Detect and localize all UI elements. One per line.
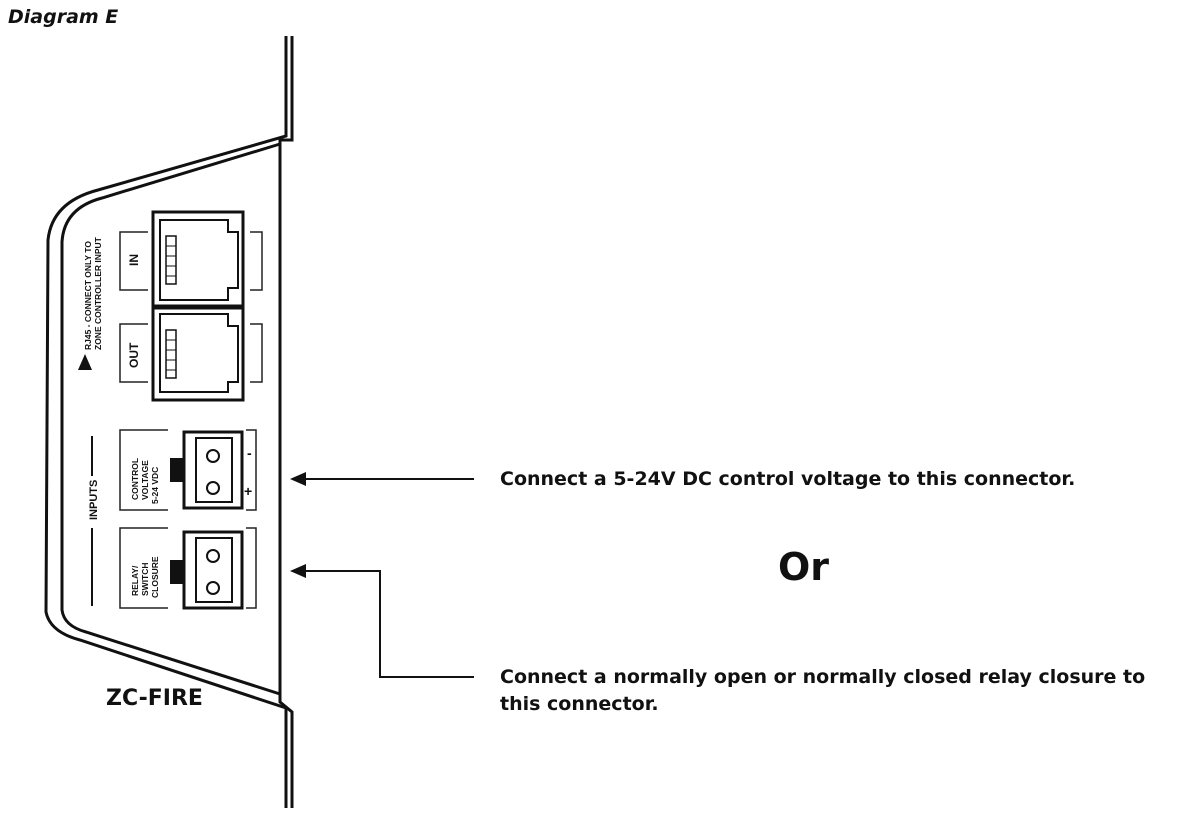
jack-side-brackets [250,231,263,383]
control-voltage-line2: VOLTAGE [140,460,150,500]
relay-label-box: RELAY/ SWITCH CLOSURE [119,527,168,609]
control-voltage-connector [170,430,244,510]
relay-side-bracket [246,527,257,609]
inputs-group-label: INPUTS [88,436,100,606]
callout-control-voltage: Connect a 5-24V DC control voltage to th… [500,468,1076,490]
relay-line3: CLOSURE [150,556,160,598]
or-label: Or [778,545,830,589]
arrow-icon-relay [290,564,474,678]
warning-triangle-icon [78,354,92,370]
control-voltage-label-box: CONTROL VOLTAGE 5-24 VDC [119,429,168,511]
rj45-jack-out [151,304,245,402]
control-voltage-line3: 5-24 VDC [150,467,160,504]
port-in-label-box: IN [119,231,148,291]
control-voltage-line1: CONTROL [130,458,140,500]
rj45-warning-line2: ZONE CONTROLLER INPUT [93,236,103,350]
inputs-label: INPUTS [88,480,100,520]
polarity-minus: - [247,445,252,461]
arrow-icon-control-voltage [290,472,474,486]
relay-connector [170,530,244,610]
callout-relay-closure: Connect a normally open or normally clos… [500,666,1146,715]
control-voltage-side-bracket [246,429,257,511]
relay-line2: SWITCH [140,562,150,596]
port-in-label: IN [127,254,141,266]
enclosure-outline [44,36,294,808]
diagram-title: Diagram E [8,6,119,28]
product-label: ZC-FIRE [106,686,203,711]
relay-line1: RELAY/ [130,565,140,596]
port-out-label-box: OUT [119,323,148,383]
polarity-plus: + [244,483,252,499]
rj45-jack-in [151,210,245,310]
port-out-label: OUT [127,342,141,368]
rj45-warning-line1: RJ45 - CONNECT ONLY TO [83,241,93,350]
